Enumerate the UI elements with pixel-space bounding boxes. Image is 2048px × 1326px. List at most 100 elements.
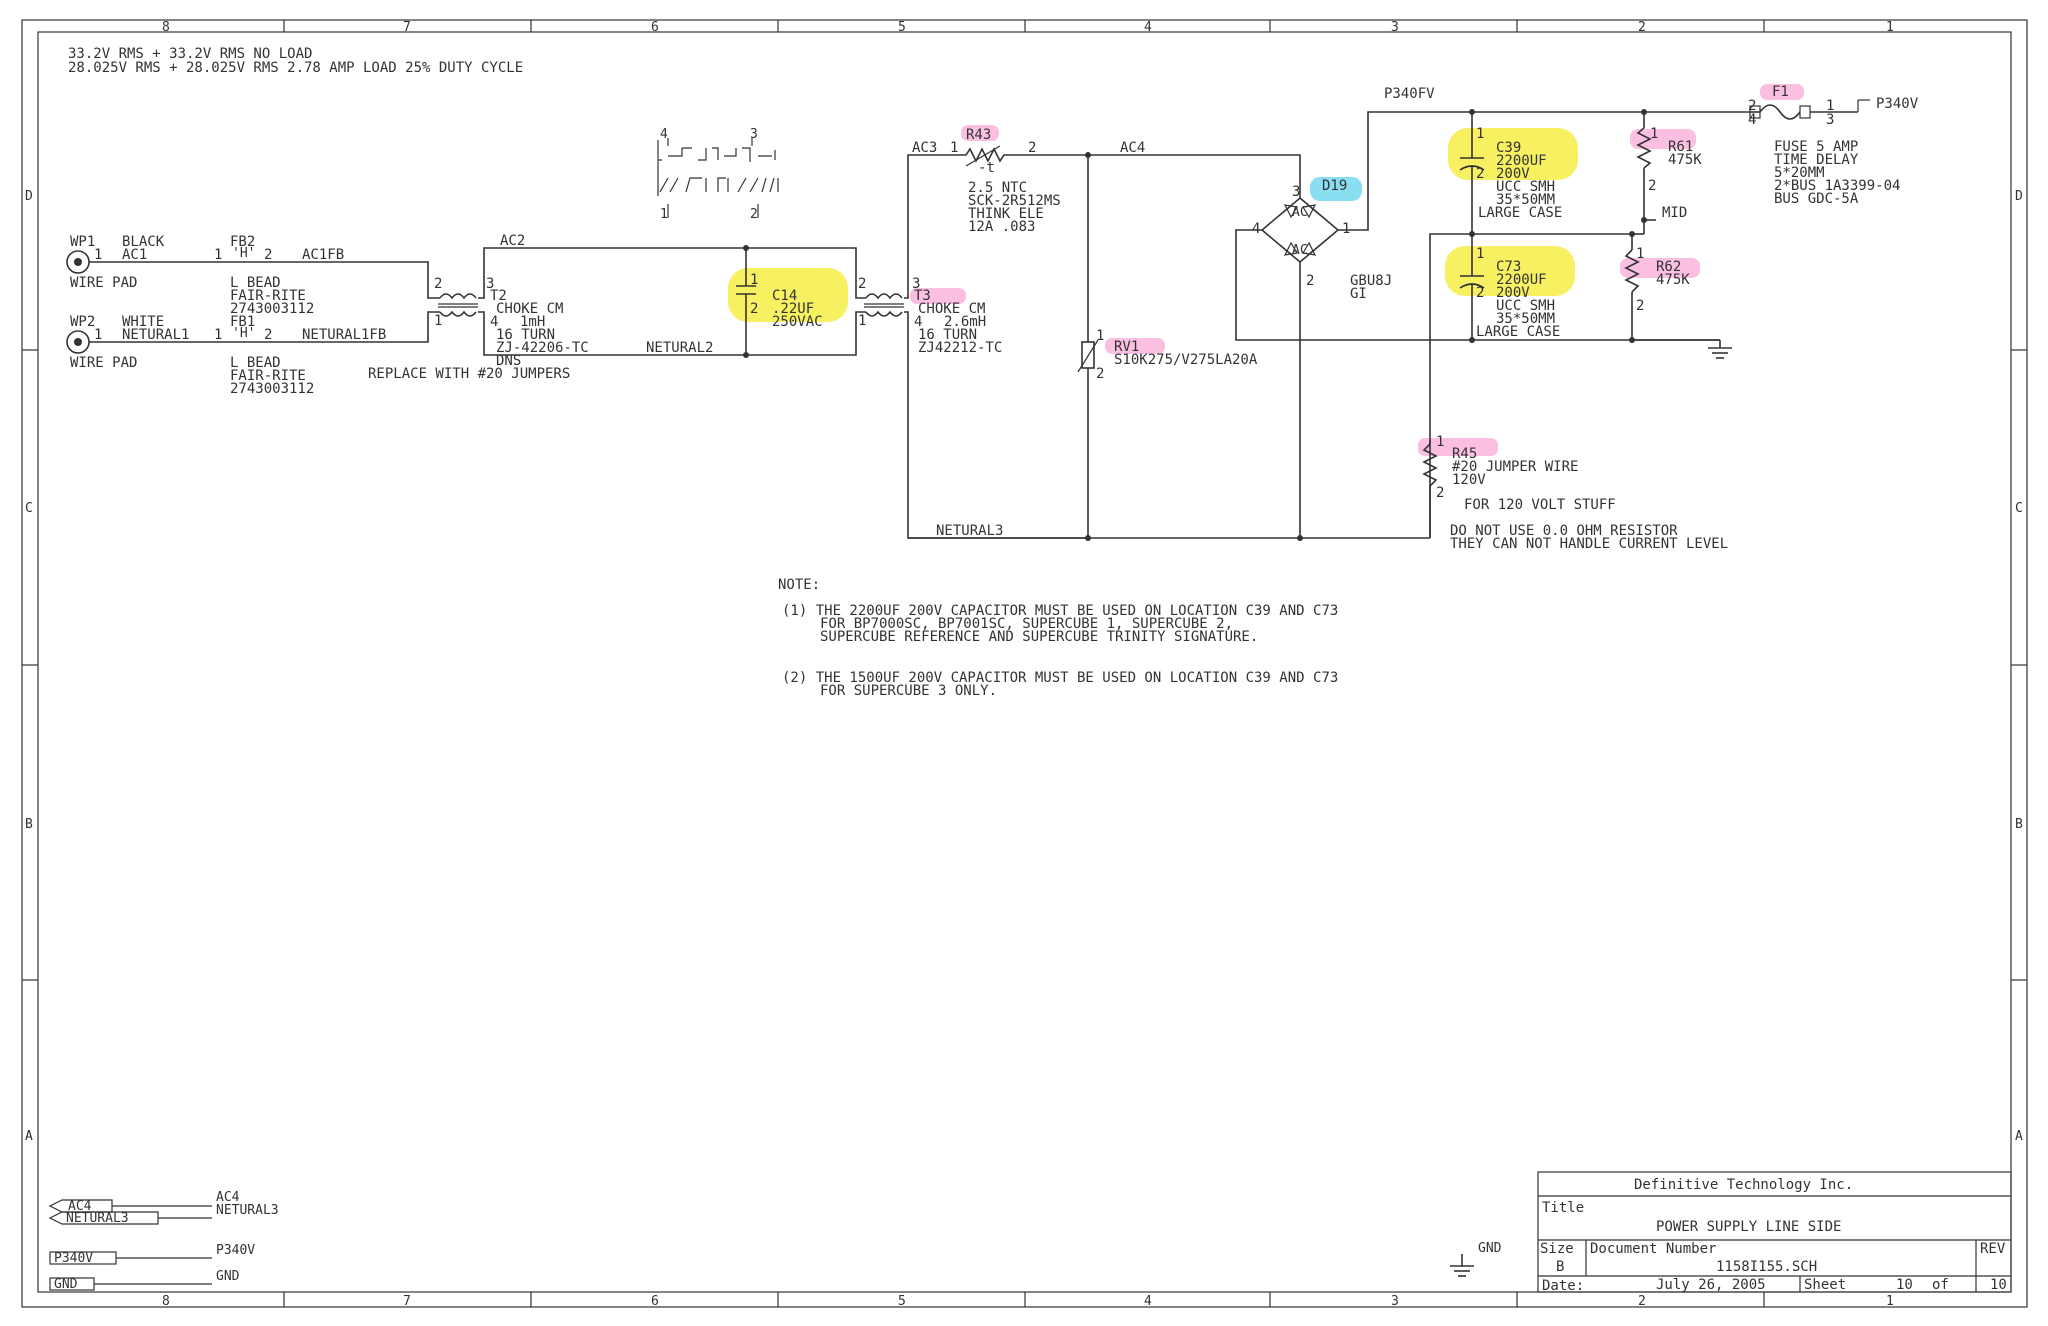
- highlights: [728, 84, 1804, 456]
- wp2-ref: WP2: [70, 314, 95, 330]
- r45-resistor-icon: [1422, 443, 1438, 487]
- f1-fuse: F1 2 4 1 3 P340V FUSE 5 AMP TIME DELAY 5…: [1748, 84, 1919, 207]
- note-2-line2: FOR SUPERCUBE 3 ONLY.: [820, 683, 997, 699]
- c14-p1: 1: [750, 272, 758, 288]
- rv1-p1: 1: [1096, 328, 1104, 344]
- zone-bottom-5: 5: [898, 1294, 906, 1309]
- f1-line2: TIME DELAY: [1774, 152, 1859, 168]
- t3-line2: 2.6mH: [944, 314, 986, 330]
- rv1-value: S10K275/V275LA20A: [1114, 352, 1258, 368]
- fb2-net-out: AC1FB: [302, 247, 344, 263]
- zone-right-c: C: [2015, 501, 2023, 516]
- r62-p1: 1: [1636, 246, 1644, 262]
- d19-mfr: GI: [1350, 286, 1367, 302]
- t3-coil-bottom-icon: [865, 310, 903, 317]
- f1-line4: 2*BUS 1A3399-04: [1774, 178, 1900, 194]
- d19-ref: D19: [1322, 178, 1347, 194]
- zone-top-7: 7: [403, 20, 411, 35]
- fb2-line1: L BEAD: [230, 275, 281, 291]
- jumper-p3: 3: [750, 127, 758, 142]
- tb-title-label: Title: [1542, 1200, 1584, 1216]
- bulk-capacitors: 1 C39 2200UF 2 200V UCC SMH 35*50MM LARG…: [1429, 109, 1632, 538]
- r45-line3: FOR 120 VOLT STUFF: [1464, 497, 1616, 513]
- tb-size: B: [1556, 1259, 1564, 1275]
- zone-left-c: C: [25, 501, 33, 516]
- c73-voltage: 200V: [1496, 285, 1530, 301]
- t2-p3: 3: [486, 276, 494, 292]
- fb1-line1: L BEAD: [230, 355, 281, 371]
- border-frame: 8 7 6 5 4 3 2 1 8 7 6 5 4 3 2 1 D C B A …: [21, 19, 2028, 1309]
- zone-right-a: A: [2015, 1129, 2023, 1144]
- t3-line3: 16 TURN: [918, 327, 977, 343]
- tb-docnum: 1158I155.SCH: [1716, 1259, 1817, 1275]
- fb1-pin2: 2: [264, 327, 272, 343]
- fb1-ref: FB1: [230, 314, 255, 330]
- wp1-pin: 1: [94, 247, 102, 263]
- r61-value: 475K: [1668, 152, 1702, 168]
- tb-date: July 26, 2005: [1656, 1277, 1766, 1293]
- zone-bottom-4: 4: [1144, 1294, 1152, 1309]
- t2-p4: 4: [490, 314, 498, 330]
- t2-line3: 16 TURN: [496, 327, 555, 343]
- d19-p3: 3: [1292, 184, 1300, 200]
- f1-line1: FUSE 5 AMP: [1774, 139, 1858, 155]
- c73-p1: 1: [1476, 246, 1484, 262]
- r61-highlight: [1630, 129, 1696, 149]
- net-p340v: P340V: [1876, 96, 1919, 112]
- c14-capacitor: 1 C14 2 .22UF 250VAC: [736, 245, 823, 358]
- r61-resistor-icon: [1636, 127, 1652, 169]
- port-netural3-label: NETURAL3: [66, 1211, 129, 1226]
- t2-line1: CHOKE CM: [496, 301, 563, 317]
- r45-line2: 120V: [1452, 472, 1486, 488]
- t2-p1: 1: [434, 313, 442, 329]
- tb-date-label: Date:: [1542, 1278, 1584, 1294]
- zone-left-d: D: [25, 189, 33, 204]
- zone-bottom-1: 1: [1886, 1294, 1894, 1309]
- zone-top-1: 1: [1886, 20, 1894, 35]
- fb1-glyph: 'H': [232, 326, 255, 341]
- r43-ntc: R43 1 2 -t 2.5 NTC SCK-2R512MS THINK ELE…: [950, 127, 1145, 235]
- t2-line4: ZJ-42206-TC: [496, 340, 589, 356]
- r43-line1: 2.5 NTC: [968, 180, 1027, 196]
- zone-top-6: 6: [651, 20, 659, 35]
- net-netural3: NETURAL3: [936, 523, 1003, 539]
- note-1-line2: FOR BP7000SC, BP7001SC, SUPERCUBE 1, SUP…: [820, 616, 1233, 632]
- tb-company: Definitive Technology Inc.: [1634, 1177, 1853, 1193]
- zone-right-d: D: [2015, 189, 2023, 204]
- fb1-pin1: 1: [214, 327, 222, 343]
- port-netural3-net: NETURAL3: [216, 1203, 279, 1218]
- tb-rev-label: REV: [1980, 1241, 2006, 1257]
- c73-highlight: [1445, 246, 1575, 296]
- r45-warn1: DO NOT USE 0.0 OHM RESISTOR: [1450, 523, 1678, 539]
- fb2-glyph: 'H': [232, 246, 255, 261]
- c39-line2: 35*50MM: [1496, 192, 1555, 208]
- r61-p1: 1: [1650, 126, 1658, 142]
- zone-bottom-2: 2: [1638, 1294, 1646, 1309]
- c73-line3: LARGE CASE: [1476, 324, 1560, 340]
- t3-highlight: [910, 288, 966, 304]
- fb2-line3: 2743003112: [230, 301, 314, 317]
- d19-p1: 1: [1342, 221, 1350, 237]
- r43-p1: 1: [950, 140, 958, 156]
- r62-ref: R62: [1656, 259, 1681, 275]
- wp2-color: WHITE: [122, 314, 164, 330]
- t3-coil-top-icon: [865, 293, 903, 300]
- tb-title: POWER SUPPLY LINE SIDE: [1656, 1219, 1841, 1235]
- f1-line5: BUS GDC-5A: [1774, 191, 1859, 207]
- zone-left-b: B: [25, 817, 33, 832]
- f1-p2: 2: [1748, 98, 1756, 114]
- r61-ref: R61: [1668, 139, 1693, 155]
- r43-line2: SCK-2R512MS: [968, 193, 1061, 209]
- wp1-desc: WIRE PAD: [70, 275, 137, 291]
- note-1-line3: SUPERCUBE REFERENCE AND SUPERCUBE TRINIT…: [820, 629, 1258, 645]
- r45-warn2: THEY CAN NOT HANDLE CURRENT LEVEL: [1450, 536, 1728, 552]
- r45-p2: 2: [1436, 485, 1444, 501]
- r62-value: 475K: [1656, 272, 1690, 288]
- f1-fuse-icon: [1759, 104, 1801, 120]
- fb2-pin2: 2: [264, 247, 272, 263]
- port-p340v-net: P340V: [216, 1243, 255, 1258]
- wp2-net: NETURAL1: [122, 327, 189, 343]
- t2-replace-note: REPLACE WITH #20 JUMPERS: [368, 366, 570, 382]
- f1-p3: 3: [1826, 112, 1834, 128]
